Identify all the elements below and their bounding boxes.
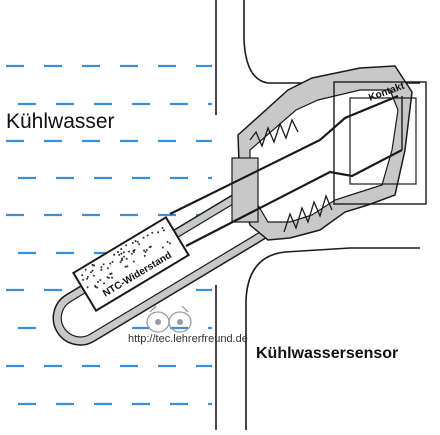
coolant-label: Kühlwasser: [6, 110, 115, 133]
ntc-dot: [96, 286, 99, 289]
ntc-dot: [92, 274, 95, 277]
ntc-dot: [106, 267, 109, 270]
ntc-dot: [123, 255, 126, 258]
ntc-dot: [125, 244, 128, 247]
ntc-dot: [162, 229, 165, 232]
ntc-dot: [81, 274, 84, 277]
ntc-dot: [128, 250, 131, 253]
connector-box: [333, 81, 427, 205]
ntc-dot: [84, 268, 87, 271]
ntc-dot: [161, 246, 164, 249]
ntc-dot: [138, 243, 141, 246]
ntc-dot: [102, 263, 105, 266]
wire-lower: [185, 149, 403, 247]
ntc-dot: [131, 241, 134, 244]
ntc-dot: [82, 278, 85, 281]
ntc-dot: [145, 249, 148, 252]
body-cavity: [249, 89, 399, 223]
ntc-dot: [144, 251, 147, 254]
ntc-dot: [126, 265, 129, 268]
ntc-dot: [124, 265, 127, 268]
sensor-wires: [169, 94, 403, 247]
connector-inner: [349, 97, 417, 185]
upper-thread: [249, 118, 299, 148]
ntc-dot: [120, 252, 123, 255]
sensor-label: Kühlwassersensor: [256, 345, 398, 362]
ntc-dot: [130, 252, 133, 255]
ntc-dot: [100, 266, 103, 269]
ntc-dot: [134, 240, 137, 243]
ntc-dot: [122, 251, 125, 254]
owl-logo-icon: [146, 305, 192, 333]
ntc-dot: [111, 276, 114, 279]
ntc-dot: [94, 285, 97, 288]
ntc-dot: [109, 262, 112, 265]
ntc-dot: [142, 236, 145, 239]
ntc-dot: [121, 257, 124, 260]
ntc-dot: [157, 231, 160, 234]
lower-thread: [283, 194, 333, 233]
ntc-dot: [100, 268, 103, 271]
ntc-dot: [151, 231, 154, 234]
ntc-dot: [132, 251, 135, 254]
ntc-dot: [143, 249, 146, 252]
ntc-dot: [132, 260, 135, 263]
ntc-dot: [97, 281, 100, 284]
ntc-dot: [120, 259, 123, 262]
ntc-dot: [91, 263, 94, 266]
ntc-dot: [116, 251, 119, 254]
ntc-dot: [99, 279, 102, 282]
ntc-dot: [111, 260, 114, 263]
ntc-dot-texture: [81, 226, 171, 289]
ntc-dot: [118, 253, 121, 256]
ntc-dot: [166, 240, 169, 243]
ntc-dot: [125, 257, 128, 260]
ntc-dot: [148, 246, 151, 249]
ntc-dot: [91, 269, 94, 272]
ntc-dot: [136, 240, 139, 243]
ntc-dot: [86, 286, 89, 289]
ntc-dot: [168, 242, 171, 245]
ntc-dot: [119, 261, 122, 264]
engine-wall: [215, 0, 420, 430]
ntc-label-band: [90, 241, 184, 306]
wire-upper: [169, 94, 399, 215]
ntc-dot: [120, 247, 123, 250]
ntc-dot: [89, 271, 92, 274]
ntc-dot: [146, 234, 149, 237]
ntc-dot: [113, 253, 116, 256]
housing-step: [231, 157, 259, 223]
watermark-url: http://tec.lehrerfreund.de: [128, 333, 248, 345]
ntc-dot: [103, 282, 106, 285]
ntc-dot: [86, 277, 89, 280]
ntc-dot: [86, 275, 89, 278]
ntc-dot: [161, 226, 164, 229]
ntc-dot: [133, 248, 136, 251]
ntc-dot: [106, 276, 109, 279]
ntc-dot: [109, 273, 112, 276]
ntc-dot: [143, 254, 146, 257]
